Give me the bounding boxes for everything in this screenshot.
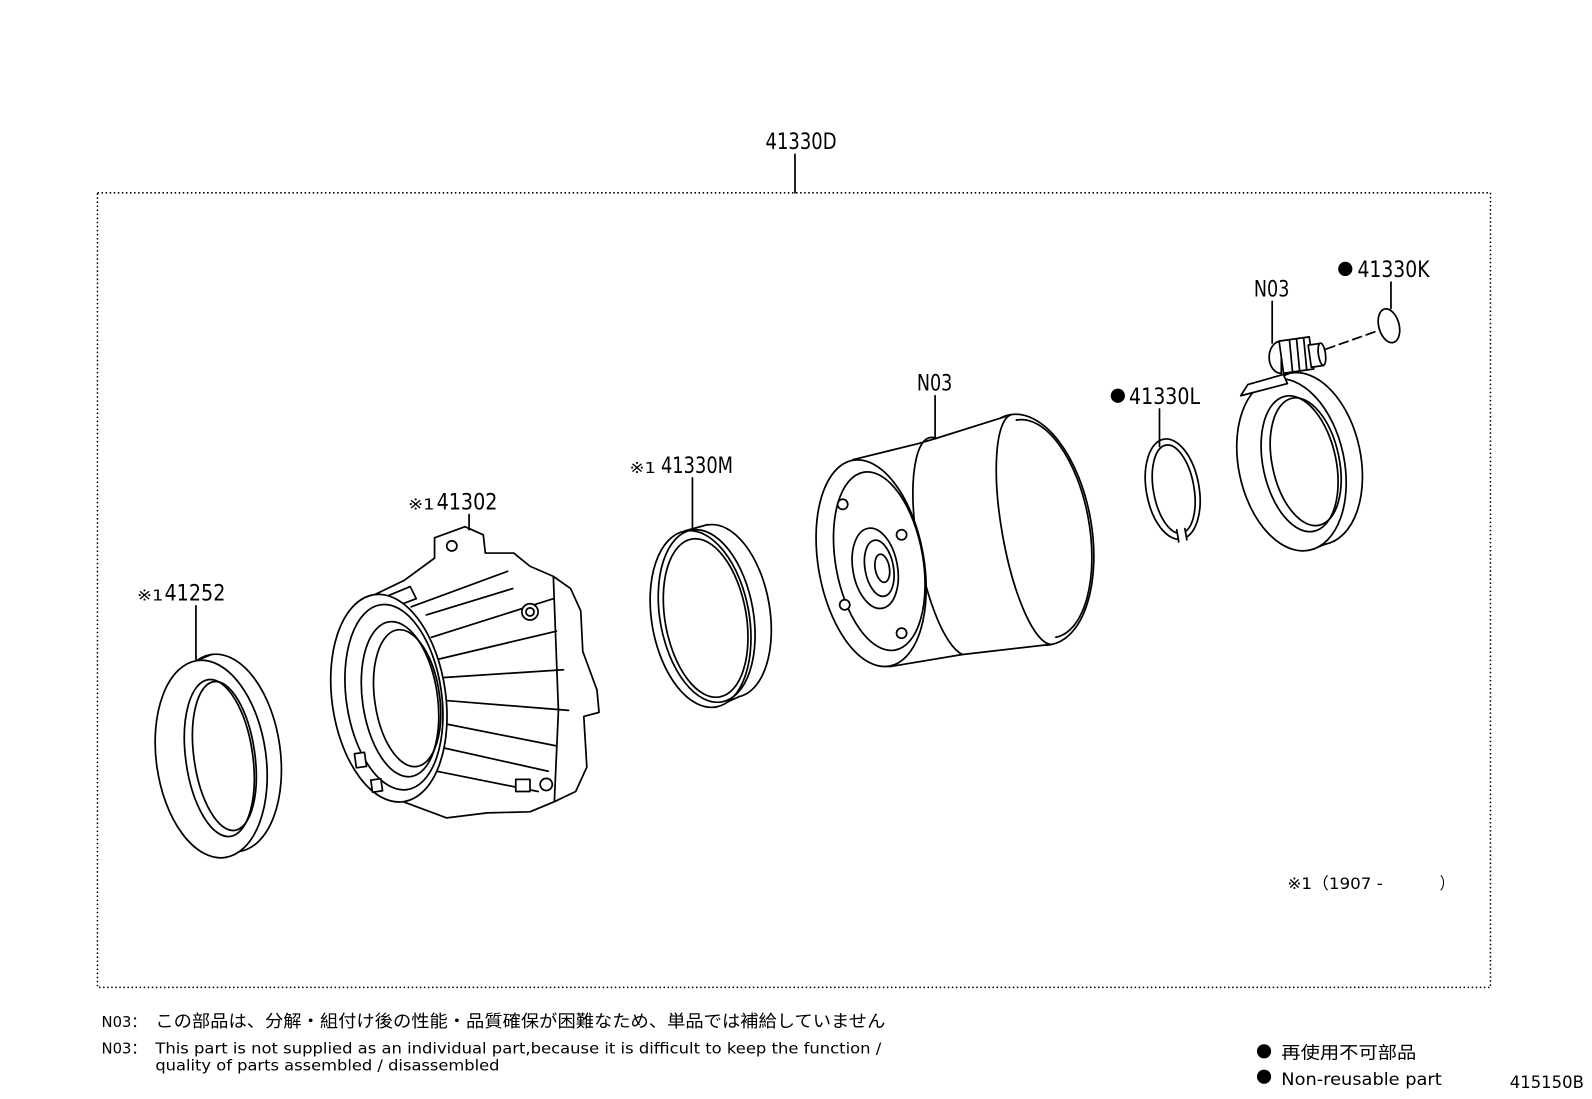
- drum-face-rim: [832, 471, 926, 652]
- part-number-label: 41330L: [1129, 384, 1201, 410]
- part-number-label: 41330K: [1357, 257, 1430, 283]
- non-reusable-bullet-icon: [1338, 261, 1353, 277]
- non-reusable-bullet-icon: [1256, 1044, 1272, 1059]
- part-number-label: 41302: [437, 489, 498, 515]
- production-date-footnote: ※1（1907 - ）: [1287, 874, 1454, 893]
- flange-bolt-hole-inner: [525, 606, 535, 617]
- sensor-clip-strap: [1239, 373, 1289, 397]
- ring-chamfer: [657, 528, 756, 704]
- figure-id: 415150B: [1510, 1073, 1584, 1093]
- part-number-label: N03: [1254, 276, 1290, 302]
- footnote-marker: ※1: [408, 495, 434, 513]
- snap-ring-end: [1183, 527, 1188, 541]
- ring-41330M-drawing: [649, 523, 773, 709]
- sensor-base-cap: [1268, 340, 1283, 375]
- callout-41252: ※1 41252: [137, 581, 225, 661]
- notes: N03： この部品は、分解・組付け後の性能・品質確保が困難なため、単品では補給し…: [102, 1012, 886, 1075]
- drum-bolt-hole: [895, 627, 908, 640]
- flange-edge-line: [552, 575, 560, 712]
- drum-n03-drawing: [815, 413, 1095, 668]
- rib-line: [433, 744, 550, 773]
- rib-line: [425, 587, 514, 616]
- note-text-japanese: この部品は、分解・組付け後の性能・品質確保が困難なため、単品では補給していません: [155, 1012, 885, 1032]
- rib-line: [410, 570, 509, 608]
- snap-ring-end: [1175, 528, 1180, 543]
- part-number-label: 41330M: [661, 453, 733, 479]
- footnote-marker: ※1: [137, 587, 163, 605]
- note-text-english: This part is not supplied as an individu…: [154, 1039, 882, 1057]
- housing-bore: [360, 620, 440, 778]
- legend: 再使用不可部品 Non-reusable part: [1256, 1042, 1442, 1090]
- housing-bore-depth: [372, 628, 442, 768]
- seal-bore: [1260, 394, 1339, 533]
- assembly-label: 41330D: [766, 129, 837, 155]
- part-number-label: N03: [917, 371, 953, 397]
- extension-housing-41302-drawing: [329, 525, 600, 819]
- sensor-tip-end: [1317, 342, 1327, 367]
- assembly-direction-dashed-line: [1325, 329, 1379, 350]
- callout-41330L: 41330L: [1110, 384, 1201, 448]
- sensor-ridge: [1302, 337, 1308, 371]
- note-code: N03：: [102, 1039, 147, 1057]
- rib-line: [435, 630, 558, 661]
- front-notch: [369, 777, 384, 794]
- drum-bolt-hole: [838, 598, 851, 611]
- part-number-label: 41252: [164, 581, 225, 607]
- footnote-range-close: ）: [1440, 874, 1454, 893]
- seal-bore-depth: [1269, 396, 1342, 527]
- drum-top-edge: [851, 414, 1012, 461]
- note-text-english-continuation: quality of parts assembled / disassemble…: [155, 1057, 499, 1075]
- non-reusable-bullet-icon: [1256, 1069, 1272, 1084]
- front-notch: [353, 751, 368, 769]
- non-reusable-bullet-icon: [1110, 388, 1125, 403]
- flange-bolt-hole: [521, 602, 539, 621]
- rib-line: [437, 668, 565, 679]
- footnote-marker: ※1: [629, 459, 655, 477]
- callout-41330K: 41330K: [1338, 257, 1431, 310]
- legend-label-japanese: 再使用不可部品: [1281, 1042, 1416, 1063]
- ring-bore-depth: [191, 680, 258, 832]
- callout-41330M: ※1 41330M: [629, 453, 733, 531]
- drum-bolt-hole: [836, 498, 849, 511]
- ring-bore: [662, 537, 749, 699]
- drum-hub-bore: [874, 553, 891, 584]
- o-ring: [1377, 308, 1401, 344]
- housing-ribs: [410, 570, 570, 803]
- drum-rim-inner-edge: [1015, 418, 1093, 639]
- callout-41302: ※1 41302: [408, 489, 498, 531]
- callout-n03-drum: N03: [917, 371, 953, 440]
- sensor-ridge: [1295, 338, 1301, 372]
- seal-ring-41252-drawing: [154, 653, 283, 859]
- drum-rim-front-edge: [995, 414, 1052, 646]
- assembly-boundary-frame: [96, 192, 1492, 989]
- rib-line: [437, 721, 558, 747]
- legend-label-english: Non-reusable part: [1281, 1070, 1442, 1090]
- callout-n03-sensor: N03: [1254, 276, 1290, 344]
- lower-boss: [539, 777, 554, 792]
- footnote-range-open: ※1（1907 -: [1287, 874, 1383, 893]
- ring-bore: [183, 678, 256, 838]
- note-code: N03：: [102, 1013, 147, 1031]
- o-ring-41330K-drawing: [1377, 308, 1401, 344]
- snap-ring-41330L-drawing: [1144, 438, 1201, 547]
- housing-front-chamfer: [344, 603, 444, 791]
- rib-line: [440, 699, 570, 712]
- flange-edge-line: [553, 709, 560, 803]
- tab-bolt-hole: [445, 540, 458, 552]
- seal-sensor-n03-drawing: [1235, 329, 1379, 552]
- drum-bolt-hole: [895, 528, 908, 541]
- sensor-ridge: [1288, 339, 1294, 373]
- lower-window: [514, 778, 531, 793]
